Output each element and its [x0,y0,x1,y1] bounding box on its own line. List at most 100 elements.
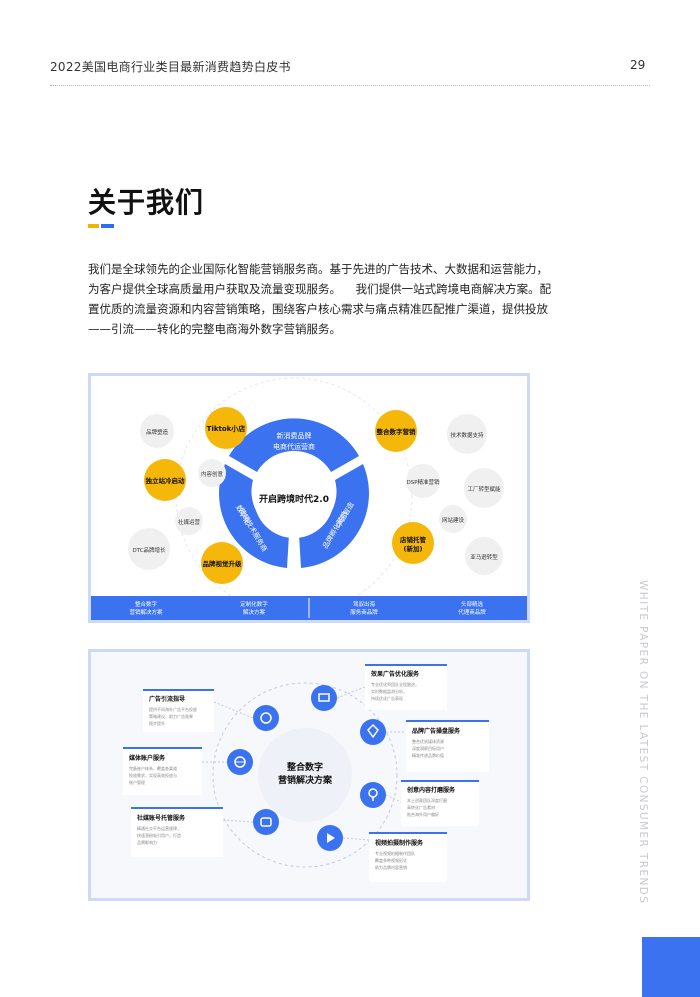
svg-text:快速涨粉吸引用户，打造: 快速涨粉吸引用户，打造 [137,832,181,838]
header-title: 2022美国电商行业类目最新消费趋势白皮书 [50,60,291,74]
bar-item: 头部精选 代理商品牌 [458,600,486,616]
target-icon [253,705,279,731]
svg-text:持续优化广告表现: 持续优化广告表现 [371,695,403,701]
svg-text:品牌广告操盘服务: 品牌广告操盘服务 [412,727,461,735]
svg-text:媒体账户服务: 媒体账户服务 [129,754,166,762]
svg-text:整合数字: 整合数字 [135,600,158,608]
robot-icon [253,809,279,835]
solutions-diagram: 整合数字 营销解决方案 [88,649,530,901]
svg-text:独立站冷启动: 独立站冷启动 [146,476,186,485]
svg-text:驾驭出海: 驾驭出海 [353,600,376,608]
svg-text:完备账户体系，覆盖各渠道: 完备账户体系，覆盖各渠道 [129,765,177,771]
service-card: 媒体账户服务 完备账户体系，覆盖各渠道 投放需求，实现高效投放与 账户管理 [123,747,202,795]
side-vertical-text: WHITE PAPER ON THE LATEST CONSUMER TREND… [637,580,649,904]
svg-text:创意内容打磨服务: 创意内容打磨服务 [406,786,456,794]
bubble-social-ops: 社媒运营 [175,507,203,535]
svg-text:店铺托管: 店铺托管 [400,535,427,544]
svg-text:提供不同海外广告平台投放: 提供不同海外广告平台投放 [149,706,197,712]
bubble-brand-building: 品牌塑造 [140,414,174,448]
intro-line: 为客户提供全球高质量用户获取及流量变现服务。 我们提供一站式跨境电商解决方案。配 [88,282,552,296]
bar-item: 定制化数字 解决方案 [240,600,268,616]
svg-text:WHITE PAPER ON THE LATEST CONS: WHITE PAPER ON THE LATEST CONSUMER TREND… [637,580,649,904]
svg-text:解决方案: 解决方案 [243,608,266,616]
svg-text:精通社交平台运营规律，: 精通社交平台运营规律， [137,825,181,831]
service-card: 创意内容打磨服务 本土创意团队深度打磨 高转化广告素材 贴合海外用户偏好 [401,780,479,826]
svg-text:贴合海外用户偏好: 贴合海外用户偏好 [407,811,439,817]
svg-text:覆盖多种视频形式: 覆盖多种视频形式 [375,857,407,863]
ring-label: 新消费品牌 [277,431,312,440]
svg-text:社媒运营: 社媒运营 [178,518,201,526]
lightbulb-icon [360,782,386,808]
bubble-tech-data: 技术数据支持 [447,414,487,454]
bubble-tiktok-shop: Tiktok小店 [205,407,247,449]
svg-text:品牌塑造: 品牌塑造 [146,428,169,436]
bubble-brand-visual: 品牌视觉升级 [201,542,243,584]
solutions-svg: 整合数字 营销解决方案 [123,664,489,882]
bubble-integrated-marketing: 整合数字营销 [375,410,417,452]
svg-text:工厂转型赋能: 工厂转型赋能 [467,485,501,493]
bubble-store-hosting: 店铺托管 (新加) [392,522,434,564]
svg-text:网站建设: 网站建设 [442,516,465,524]
svg-text:DSP精准营销: DSP精准营销 [406,478,440,486]
diamond-icon [360,719,386,745]
ecosystem-svg: 开启跨境时代2.0 新消费品牌 电商代运营商 数字化 营销技术服务商 中国智造 … [91,377,527,620]
intro-line: 我们是全球领先的企业国际化智能营销服务商。基于先进的广告技术、大数据和运营能力， [88,262,548,276]
svg-text:专业优化师团队全程跟进，: 专业优化师团队全程跟进， [371,681,419,687]
intro-line: ——引流——转化的完整电商海外数字营销服务。 [88,322,341,336]
intro-paragraph: 我们是全球领先的企业国际化智能营销服务商。基于先进的广告技术、大数据和运营能力，… [88,259,558,339]
svg-text:营销解决方案: 营销解决方案 [129,608,163,616]
page-number: 29 [630,58,646,72]
svg-text:DTC品牌增长: DTC品牌增长 [132,546,166,554]
section-title: 关于我们 [88,186,205,219]
svg-text:深度洞察目标用户: 深度洞察目标用户 [412,745,444,751]
svg-text:服务商品牌: 服务商品牌 [350,608,378,616]
globe-icon [227,749,253,775]
bar-item: 驾驭出海 服务商品牌 [350,600,378,616]
bubble-factory: 工厂转型赋能 [464,468,504,508]
ring-segment-left [219,464,289,568]
svg-text:品牌影响力: 品牌影响力 [137,839,157,845]
ring-segment-top [229,418,359,472]
bubble-website: 网站建设 [439,505,467,533]
svg-text:专业视频拍摄制作团队: 专业视频拍摄制作团队 [375,850,415,856]
monitor-icon [311,685,337,711]
ecosystem-diagram: 开启跨境时代2.0 新消费品牌 电商代运营商 数字化 营销技术服务商 中国智造 … [88,373,530,623]
service-card: 品牌广告操盘服务 整合优质媒体资源 深度洞察目标用户 精准传递品牌价值 [406,720,489,772]
ecosystem-center: 开启跨境时代2.0 [259,493,329,505]
svg-text:精准传递品牌价值: 精准传递品牌价值 [412,752,444,758]
svg-text:内容创意: 内容创意 [201,470,224,478]
svg-text:整合优质媒体资源: 整合优质媒体资源 [412,738,444,744]
svg-text:广告引流指导: 广告引流指导 [149,695,185,703]
svg-text:策略建议，助力广告效果: 策略建议，助力广告效果 [149,713,193,719]
service-card: 广告引流指导 提供不同海外广告平台投放 策略建议，助力广告效果 稳步提升 [143,689,214,732]
service-card: 视频拍摄制作服务 专业视频拍摄制作团队 覆盖多种视频形式 助力品牌内容营销 [369,832,447,882]
ring-label: 电商代运营商 [273,442,315,451]
svg-text:视频拍摄制作服务: 视频拍摄制作服务 [375,839,424,847]
svg-text:稳步提升: 稳步提升 [149,720,165,726]
svg-text:助力品牌内容营销: 助力品牌内容营销 [375,864,407,870]
svg-text:高转化广告素材: 高转化广告素材 [407,804,435,810]
bubble-content-creative: 内容创意 [198,459,226,487]
bubble-dsp: DSP精准营销 [406,464,440,498]
svg-text:亚马逊转型: 亚马逊转型 [470,553,498,561]
video-icon [317,825,343,851]
header-divider [50,85,650,86]
bubble-independent-site: 独立站冷启动 [144,459,186,501]
svg-text:社媒账号托管服务: 社媒账号托管服务 [136,814,186,822]
title-accent-yellow [88,224,99,228]
svg-text:技术数据支持: 技术数据支持 [450,431,484,439]
svg-text:账户管理: 账户管理 [129,779,145,785]
title-accent-blue [101,224,114,228]
svg-text:(新加): (新加) [404,544,423,553]
service-card: 社媒账号托管服务 精通社交平台运营规律， 快速涨粉吸引用户，打造 品牌影响力 [131,807,223,857]
svg-text:代理商品牌: 代理商品牌 [458,608,486,616]
corner-block [642,937,700,997]
svg-text:头部精选: 头部精选 [461,600,484,608]
svg-text:投放需求，实现高效投放与: 投放需求，实现高效投放与 [129,772,177,778]
svg-text:整合数字营销: 整合数字营销 [377,427,417,436]
bar-item: 整合数字 营销解决方案 [129,600,163,616]
solutions-center: 整合数字 [286,761,323,773]
bubble-amazon: 亚马逊转型 [465,537,503,575]
bubble-dtc-growth: DTC品牌增长 [128,528,170,570]
svg-text:定制化数字: 定制化数字 [240,600,268,608]
